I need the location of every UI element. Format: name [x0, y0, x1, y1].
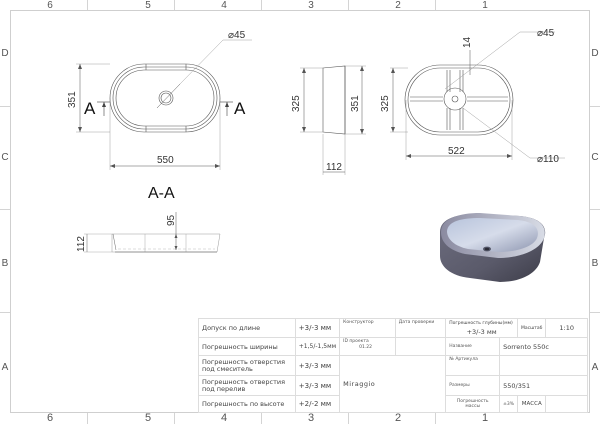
drawing-frame	[10, 10, 590, 413]
bottom-view-rib-dim: 14	[462, 36, 473, 48]
zone-row-right-d: D	[591, 48, 599, 59]
zone-row-right-b: B	[591, 258, 599, 269]
zone-col-top-6: 6	[47, 0, 53, 11]
bottom-view-outer-diameter-label: ⌀110	[537, 154, 559, 165]
tolerance-overflow-hole-value: +3/-3 мм	[294, 375, 341, 396]
zone-col-top-2: 2	[395, 0, 401, 11]
bottom-view-width-dim: 522	[448, 146, 465, 157]
tolerance-overflow-hole-label: Погрешность отверстия под перелив	[198, 375, 296, 396]
bottom-view-drain-diameter-label: ⌀45	[537, 28, 555, 39]
zone-col-bottom-4: 4	[220, 412, 228, 424]
top-view-width-dim: 550	[157, 155, 174, 166]
top-view-diameter-label: ⌀45	[228, 30, 246, 41]
tolerance-width-label: Погрешность ширины	[198, 337, 296, 356]
zone-col-bottom-2: 2	[394, 412, 402, 424]
side-view-inner-height-dim: 325	[291, 95, 302, 112]
constructor-label: Конструктор	[339, 318, 396, 338]
zone-col-top-4: 4	[221, 0, 227, 11]
side-view-outer-height-dim: 351	[350, 95, 361, 112]
tolerance-length-label: Допуск по длине	[198, 318, 296, 338]
zone-row-left-d: D	[1, 48, 9, 59]
bottom-view-height-dim: 325	[380, 95, 391, 112]
brand-logo: Miraggio	[339, 355, 447, 413]
top-view-height-dim: 351	[67, 91, 78, 108]
side-view-depth-dim: 112	[326, 162, 342, 173]
depth-tolerance-cell: Погрешность глубины(мм) +3/-3 мм	[445, 318, 519, 338]
size-value: 550/351	[499, 375, 588, 396]
zone-row-right-c: C	[591, 152, 599, 163]
tolerance-mixer-hole-value: +3/-3 мм	[294, 355, 341, 376]
tolerance-width-value: +1,5/-1,5мм	[294, 337, 341, 356]
zone-col-bottom-1: 1	[481, 412, 489, 424]
tolerance-height-value: +2/-2 мм	[294, 395, 341, 413]
project-id-label: ID проекта	[343, 339, 369, 344]
project-id-cell: ID проекта 01.22	[339, 337, 396, 356]
section-view	[84, 212, 221, 253]
mass-tolerance-value: ±3%	[499, 395, 519, 413]
zone-row-left-a: A	[1, 362, 9, 373]
depth-tolerance-value: +3/-3 мм	[466, 328, 497, 336]
section-title: A-A	[148, 185, 175, 202]
depth-tolerance-label: Погрешность глубины(мм)	[449, 321, 513, 326]
section-inner-depth-dim: 95	[166, 214, 177, 226]
section-mark-right: A	[234, 99, 246, 118]
section-height-dim: 112	[76, 236, 87, 252]
zone-col-top-5: 5	[145, 0, 151, 11]
sink-3d-render	[440, 213, 546, 282]
project-id-value: 01.22	[359, 345, 373, 350]
article-label: № Артикула	[445, 355, 501, 376]
zone-col-top-1: 1	[482, 0, 488, 11]
scale-value: 1:10	[545, 318, 588, 338]
zone-row-left-c: C	[1, 152, 9, 163]
zone-col-bottom-5: 5	[144, 412, 152, 424]
article-value	[499, 355, 588, 376]
zone-col-bottom-6: 6	[46, 412, 54, 424]
top-view	[76, 39, 252, 170]
bottom-view	[390, 31, 565, 160]
title-block: Допуск по длине +3/-3 мм Конструктор Дат…	[198, 318, 588, 413]
model-name: Sorrento 550c	[499, 337, 588, 356]
mass-label: МАССА	[517, 395, 547, 413]
side-view	[300, 65, 366, 175]
scale-label: Масштаб	[517, 318, 547, 338]
tolerance-mixer-hole-label: Погрешность отверстия под смеситель	[198, 355, 296, 376]
zone-row-right-a: A	[591, 362, 599, 373]
zone-col-bottom-3: 3	[307, 412, 315, 424]
zone-col-top-3: 3	[308, 0, 314, 11]
check-date-label: Дата проверки	[394, 318, 447, 338]
mass-tolerance-label: Погрешность массы	[445, 395, 501, 413]
name-label: Название	[445, 337, 501, 356]
tolerance-height-label: Погрешность по высоте	[198, 395, 296, 413]
zone-row-left-b: B	[1, 258, 9, 269]
tolerance-length-value: +3/-3 мм	[294, 318, 341, 338]
size-label: Размеры	[445, 375, 501, 396]
section-mark-left: A	[84, 99, 96, 118]
